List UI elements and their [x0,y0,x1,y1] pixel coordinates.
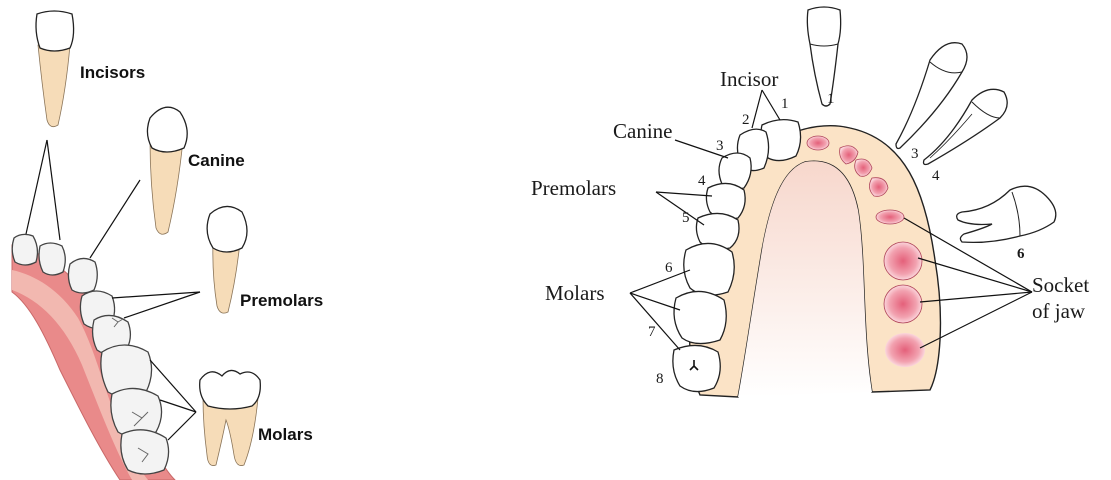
right-jaw-diagram: Incisor Canine Premolars Molars Socket o… [531,7,1089,397]
tooth-number-6: 6 [665,260,673,276]
label-premolars: Premolars [240,291,323,310]
label-molars: Molars [258,425,313,444]
tooth-6 [684,243,735,295]
label-canine-right: Canine [613,119,672,143]
extracted-number-4: 4 [932,168,940,184]
incisor-crown-2 [39,243,65,275]
tooth-number-1: 1 [781,96,789,112]
tooth-number-4: 4 [698,173,706,189]
molar-tooth [200,370,261,465]
canine-crown [68,258,97,293]
tooth-number-5: 5 [682,210,690,226]
label-molars-right: Molars [545,281,605,305]
extracted-number-6: 6 [1017,246,1025,262]
tooth-number-2: 2 [742,112,750,128]
incisor-crown-1 [12,234,37,265]
label-of-jaw: of jaw [1032,299,1086,323]
extracted-molar [957,186,1056,242]
canine-tooth [147,107,187,234]
incisor-tooth [36,11,74,127]
label-canine: Canine [188,151,245,170]
label-incisor: Incisor [720,67,778,91]
extracted-number-1: 1 [827,91,835,107]
extracted-number-3: 3 [911,146,919,162]
tooth-7 [674,291,726,343]
label-premolars-right: Premolars [531,176,616,200]
tooth-number-8: 8 [656,371,664,387]
label-incisors: Incisors [80,63,145,82]
extracted-incisor [807,7,840,106]
label-socket: Socket [1032,273,1089,297]
tooth-number-3: 3 [716,138,724,154]
tooth-number-7: 7 [648,324,656,340]
left-jaw-diagram: Incisors Canine Premolars Molars [12,11,323,480]
